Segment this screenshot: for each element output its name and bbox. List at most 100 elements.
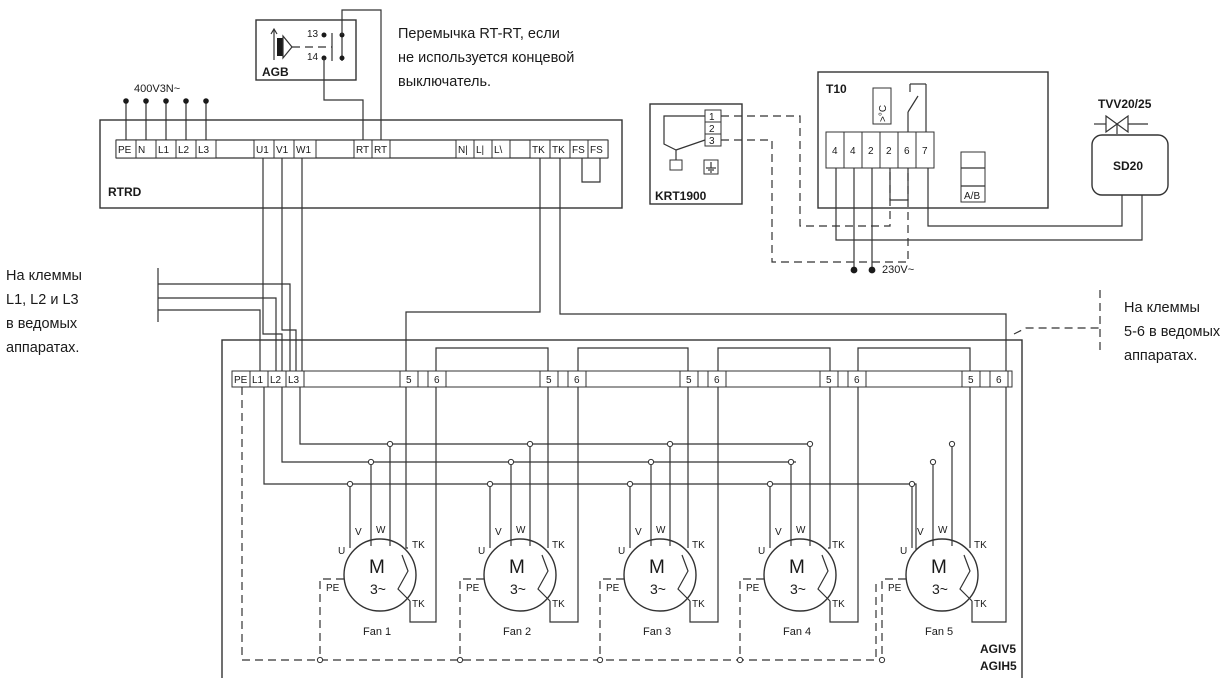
- valve-label: TVV20/25: [1098, 97, 1152, 111]
- motor-pin-tk-bottom: TK: [552, 599, 565, 610]
- supply-230v: 230V~: [850, 168, 914, 276]
- actuator-label: SD20: [1113, 159, 1143, 173]
- rtrd-terminal-12: L\: [494, 145, 503, 156]
- motor-pin-tk-top: TK: [692, 540, 705, 551]
- krt-terminal-2: 2: [709, 124, 715, 135]
- motor-pin-pe: PE: [888, 583, 902, 594]
- rtrd-terminal-5: U1: [256, 145, 269, 156]
- valve-group: TVV20/25 SD20: [1091, 97, 1169, 196]
- motor-pin-v: V: [775, 527, 782, 538]
- main-terminal-5-4: 5: [968, 375, 974, 386]
- motor-phase: 3~: [510, 581, 526, 597]
- fan-label-1: Fan 1: [363, 626, 391, 638]
- motor-pin-w: W: [938, 525, 948, 536]
- t10-label: T10: [826, 82, 847, 96]
- motor-pin-tk-top: TK: [552, 540, 565, 551]
- rtrd-terminal-16: FS: [590, 145, 603, 156]
- supply-230v-label: 230V~: [882, 264, 914, 276]
- right-note-line-2: 5-6 в ведомых: [1124, 324, 1221, 340]
- fan-label-5: Fan 5: [925, 626, 953, 638]
- rtrd-label: RTRD: [108, 185, 142, 199]
- main-terminal-5-0: 5: [406, 375, 412, 386]
- rtrd-terminal-13: TK: [532, 145, 545, 156]
- motor-m: M: [931, 557, 947, 578]
- t10-ab-switch: A/B: [964, 191, 980, 202]
- motor-pin-tk-top: TK: [832, 540, 845, 551]
- motor-pin-u: U: [758, 546, 765, 557]
- motor-symbol: [763, 538, 837, 612]
- main-terminal-0: PE: [234, 375, 248, 386]
- main-terminal-6-1: 6: [574, 375, 580, 386]
- right-note: На клеммы 5-6 в ведомых аппаратах.: [1124, 300, 1221, 364]
- t10-terminal-3: 2: [886, 146, 892, 157]
- t10-terminal-1: 4: [850, 146, 856, 157]
- unit-label-2: AGIH5: [980, 659, 1017, 673]
- jumper-note-line-3: выключатель.: [398, 74, 491, 90]
- motor-pin-v: V: [495, 527, 502, 538]
- left-note-line-4: аппаратах.: [6, 340, 79, 356]
- left-note: На клеммы L1, L2 и L3 в ведомых аппарата…: [6, 268, 82, 356]
- motor-pin-tk-top: TK: [412, 540, 425, 551]
- rtrd-terminal-10: N|: [458, 145, 468, 156]
- motor-symbol: [623, 538, 697, 612]
- fan-label-2: Fan 2: [503, 626, 531, 638]
- rtrd-terminal-2: L1: [158, 145, 170, 156]
- agb-terminal-13: 13: [307, 29, 319, 40]
- unit-label-1: AGIV5: [980, 642, 1016, 656]
- motor-pin-tk-bottom: TK: [832, 599, 845, 610]
- rtrd-terminal-6: V1: [276, 145, 289, 156]
- motor-phase: 3~: [932, 581, 948, 597]
- agb-label: AGB: [262, 65, 289, 79]
- motor-phase: 3~: [650, 581, 666, 597]
- jumper-note: Перемычка RT-RT, если не используется ко…: [398, 26, 574, 90]
- motor-pin-tk-bottom: TK: [692, 599, 705, 610]
- rtrd-terminal-15: FS: [572, 145, 585, 156]
- t10-terminal-4: 6: [904, 146, 910, 157]
- motor-pin-w: W: [516, 525, 526, 536]
- main-terminal-6-2: 6: [714, 375, 720, 386]
- main-terminal-6-4: 6: [996, 375, 1002, 386]
- motor-pin-v: V: [635, 527, 642, 538]
- fan-label-4: Fan 4: [783, 626, 811, 638]
- krt1900-box: KRT1900 1 2 3: [649, 103, 743, 205]
- motor-pin-w: W: [656, 525, 666, 536]
- agb-box: AGB 13 14: [255, 19, 357, 81]
- motor-pin-u: U: [338, 546, 345, 557]
- motor-pin-pe: PE: [606, 583, 620, 594]
- rtrd-terminal-9: RT: [374, 145, 387, 156]
- rtrd-terminal-11: L|: [476, 145, 484, 156]
- motor-pin-u: U: [618, 546, 625, 557]
- ground-icon: [703, 159, 719, 175]
- motor-m: M: [509, 557, 525, 578]
- t10-dial-label: >°C: [878, 105, 889, 122]
- main-terminal-2: L2: [270, 375, 282, 386]
- main-terminal-6-3: 6: [854, 375, 860, 386]
- motor-pin-w: W: [376, 525, 386, 536]
- rtrd-terminal-14: TK: [552, 145, 565, 156]
- motor-phase: 3~: [790, 581, 806, 597]
- left-note-line-3: в ведомых: [6, 316, 78, 332]
- motor-pin-pe: PE: [326, 583, 340, 594]
- t10-terminal-0: 4: [832, 146, 838, 157]
- main-terminal-5-2: 5: [686, 375, 692, 386]
- right-note-line-1: На клеммы: [1124, 300, 1200, 316]
- left-note-line-1: На клеммы: [6, 268, 82, 284]
- motor-m: M: [789, 557, 805, 578]
- main-terminal-3: L3: [288, 375, 300, 386]
- motor-pin-tk-bottom: TK: [974, 599, 987, 610]
- main-terminal-5-1: 5: [546, 375, 552, 386]
- motor-pin-tk-top: TK: [974, 540, 987, 551]
- main-terminal-5-3: 5: [826, 375, 832, 386]
- motor-m: M: [649, 557, 665, 578]
- krt1900-label: KRT1900: [655, 189, 707, 203]
